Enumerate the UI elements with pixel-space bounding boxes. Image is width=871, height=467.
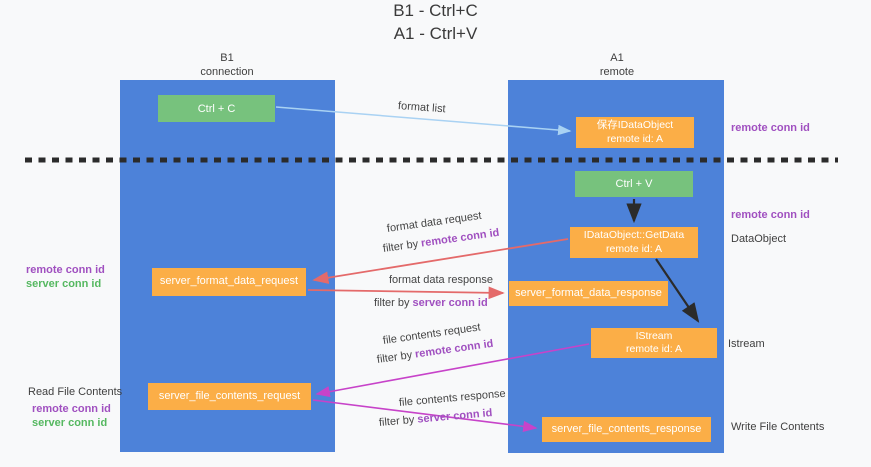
remote-conn-id-annotation-left-bottom: remote conn id (32, 403, 111, 415)
title-line-1: B1 - Ctrl+C (393, 1, 478, 20)
istream-annotation: Istream (728, 338, 765, 350)
istream-line1: IStream (635, 329, 673, 342)
server-format-data-response-label: server_format_data_response (515, 286, 662, 299)
save-idataobject-line1: 保存IDataObject (596, 119, 674, 132)
save-idataobject-line2: remote id: A (606, 132, 664, 145)
file-contents-response-label: file contents response (398, 387, 507, 409)
filter-by-text: filter by (374, 297, 413, 309)
format-list-label: format list (397, 100, 446, 116)
server-conn-id-key: server conn id (412, 297, 488, 309)
lifeline-a1-name: A1 (610, 52, 624, 64)
file-contents-response-filter-label: filter by server conn id (378, 407, 492, 429)
server-conn-id-annotation-left-bottom: server conn id (32, 417, 108, 429)
istream-line2: remote id: A (625, 343, 683, 355)
lifeline-header-a1: A1 remote (547, 52, 687, 80)
write-file-contents-annotation: Write File Contents (731, 421, 825, 433)
server-file-contents-response-box: server_file_contents_response (542, 417, 711, 442)
ctrl-v-box: Ctrl + V (575, 171, 693, 197)
save-idataobject-box: 保存IDataObject remote id: A (576, 117, 694, 148)
ctrl-c-label: Ctrl + C (197, 102, 236, 115)
server-file-contents-request-label: server_file_contents_request (158, 389, 301, 402)
server-file-contents-request-box: server_file_contents_request (148, 383, 311, 410)
filter-by-text: filter by (382, 237, 422, 255)
server-conn-id-key: server conn id (416, 407, 493, 426)
remote-conn-id-annotation-left-mid: remote conn id (26, 264, 105, 276)
remote-conn-id-key: remote conn id (420, 226, 501, 250)
diagram-title: B1 - Ctrl+C A1 - Ctrl+V (0, 0, 871, 46)
server-conn-id-annotation-left-mid: server conn id (26, 278, 102, 290)
format-data-response-arrow (307, 286, 505, 300)
getdata-line2: remote id: A (605, 242, 663, 255)
lifeline-a1-role: remote (599, 65, 635, 78)
format-data-response-filter-label: filter by server conn id (374, 297, 488, 309)
idataobject-getdata-box: IDataObject::GetData remote id: A (570, 227, 698, 258)
server-format-data-request-box: server_format_data_request (152, 268, 306, 296)
server-format-data-response-box: server_format_data_response (509, 281, 668, 306)
istream-box: IStream remote id: A (591, 328, 717, 358)
getdata-line1: IDataObject::GetData (583, 229, 685, 242)
format-data-response-label: format data response (389, 274, 493, 286)
dataobject-annotation: DataObject (731, 233, 787, 245)
server-format-data-request-label: server_format_data_request (159, 275, 299, 288)
lifeline-b1-name: B1 (220, 52, 234, 64)
title-line-2: A1 - Ctrl+V (393, 23, 478, 43)
ctrl-c-box: Ctrl + C (158, 95, 275, 122)
lifeline-header-b1: B1 connection (157, 52, 297, 80)
lifeline-b1-role: connection (200, 65, 254, 78)
read-file-contents-annotation: Read File Contents (28, 386, 123, 398)
filter-by-text: filter by (378, 413, 418, 429)
remote-conn-id-annotation-top: remote conn id (731, 122, 810, 134)
remote-conn-id-annotation-mid: remote conn id (731, 209, 810, 221)
ctrl-v-label: Ctrl + V (615, 178, 653, 190)
remote-conn-id-key: remote conn id (414, 337, 495, 361)
filter-by-text: filter by (376, 348, 416, 366)
server-file-contents-response-label: server_file_contents_response (551, 422, 702, 435)
